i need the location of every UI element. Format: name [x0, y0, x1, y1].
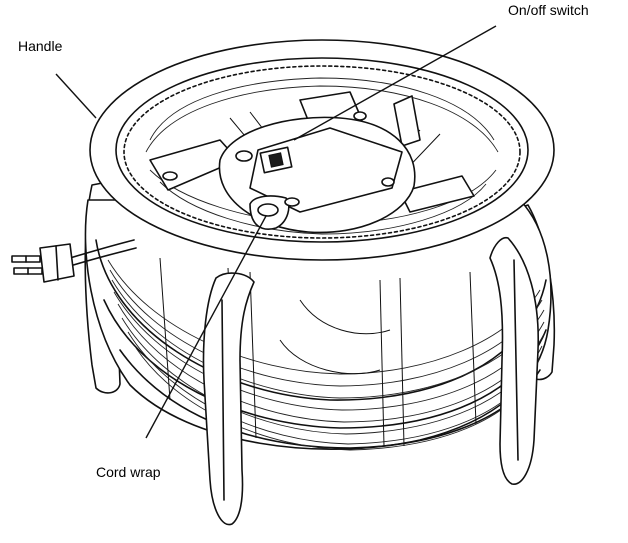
on-off-switch: [259, 146, 293, 174]
front-grill: [107, 257, 545, 451]
motor-hub: [149, 91, 475, 234]
power-cord: [69, 239, 137, 267]
cord-wrap-label: Cord wrap: [96, 464, 161, 480]
handle-label: Handle: [18, 38, 63, 54]
switch-leader-line: [293, 25, 497, 141]
handle-leader-line: [55, 73, 97, 119]
cord-wrap-leader-line: [145, 215, 267, 439]
power-plug: [11, 243, 75, 283]
front-leg-left: [202, 272, 255, 526]
fan-body: [84, 199, 552, 451]
leader-lines: [55, 25, 497, 439]
front-leg-right: [489, 236, 540, 485]
switch-label: On/off switch: [508, 2, 589, 18]
